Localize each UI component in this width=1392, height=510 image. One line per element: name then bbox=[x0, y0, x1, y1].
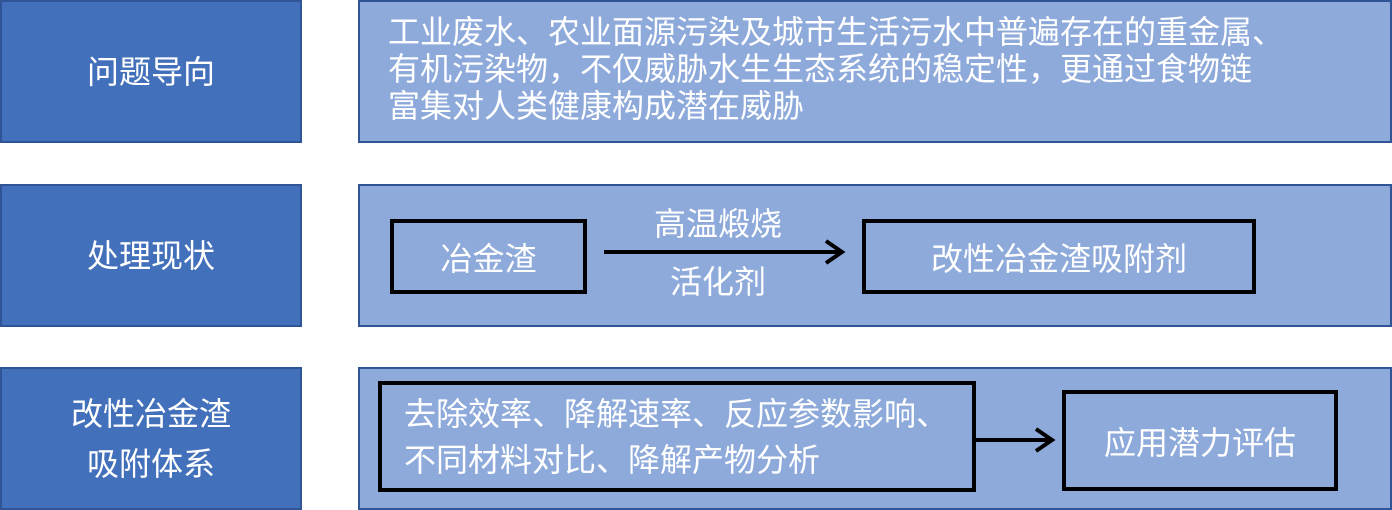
evaluation-label: 应用潜力评估 bbox=[1103, 423, 1296, 462]
evaluation-box: 应用潜力评估 bbox=[1062, 390, 1338, 491]
process-arrow bbox=[604, 239, 846, 265]
research-content-line-2: 不同材料对比、降解产物分析 bbox=[404, 440, 821, 479]
target-material-box: 改性冶金渣吸附剂 bbox=[862, 219, 1256, 294]
research-content-box: 去除效率、降解速率、反应参数影响、 不同材料对比、降解产物分析 bbox=[378, 381, 976, 492]
source-material-box: 冶金渣 bbox=[390, 219, 587, 294]
row3-label-box: 改性冶金渣 吸附体系 bbox=[0, 367, 302, 510]
row2-label: 处理现状 bbox=[86, 236, 215, 275]
row2-content-box bbox=[358, 184, 1392, 327]
target-material: 改性冶金渣吸附剂 bbox=[930, 239, 1187, 278]
row2-label-box: 处理现状 bbox=[0, 184, 302, 327]
row3-label-line-2: 吸附体系 bbox=[86, 444, 215, 483]
row1-label: 问题导向 bbox=[86, 52, 215, 91]
row3-label-line-1: 改性冶金渣 bbox=[70, 394, 231, 433]
evaluation-arrow bbox=[976, 427, 1056, 453]
row1-label-box: 问题导向 bbox=[0, 0, 302, 143]
arrow-top-label: 高温煅烧 bbox=[653, 205, 782, 243]
source-material: 冶金渣 bbox=[440, 239, 537, 278]
row1-content-box: 工业废水、农业面源污染及城市生活污水中普遍存在的重金属、 有机污染物，不仅威胁水… bbox=[358, 0, 1392, 143]
row1-content-line-3: 富集对人类健康构成潜在威胁 bbox=[388, 87, 805, 125]
row1-content-line-2: 有机污染物，不仅威胁水生生态系统的稳定性，更通过食物链 bbox=[388, 50, 1253, 88]
row1-content-line-1: 工业废水、农业面源污染及城市生活污水中普遍存在的重金属、 bbox=[388, 13, 1285, 51]
arrow-bottom-label: 活化剂 bbox=[669, 263, 766, 301]
research-content-line-1: 去除效率、降解速率、反应参数影响、 bbox=[404, 394, 949, 433]
